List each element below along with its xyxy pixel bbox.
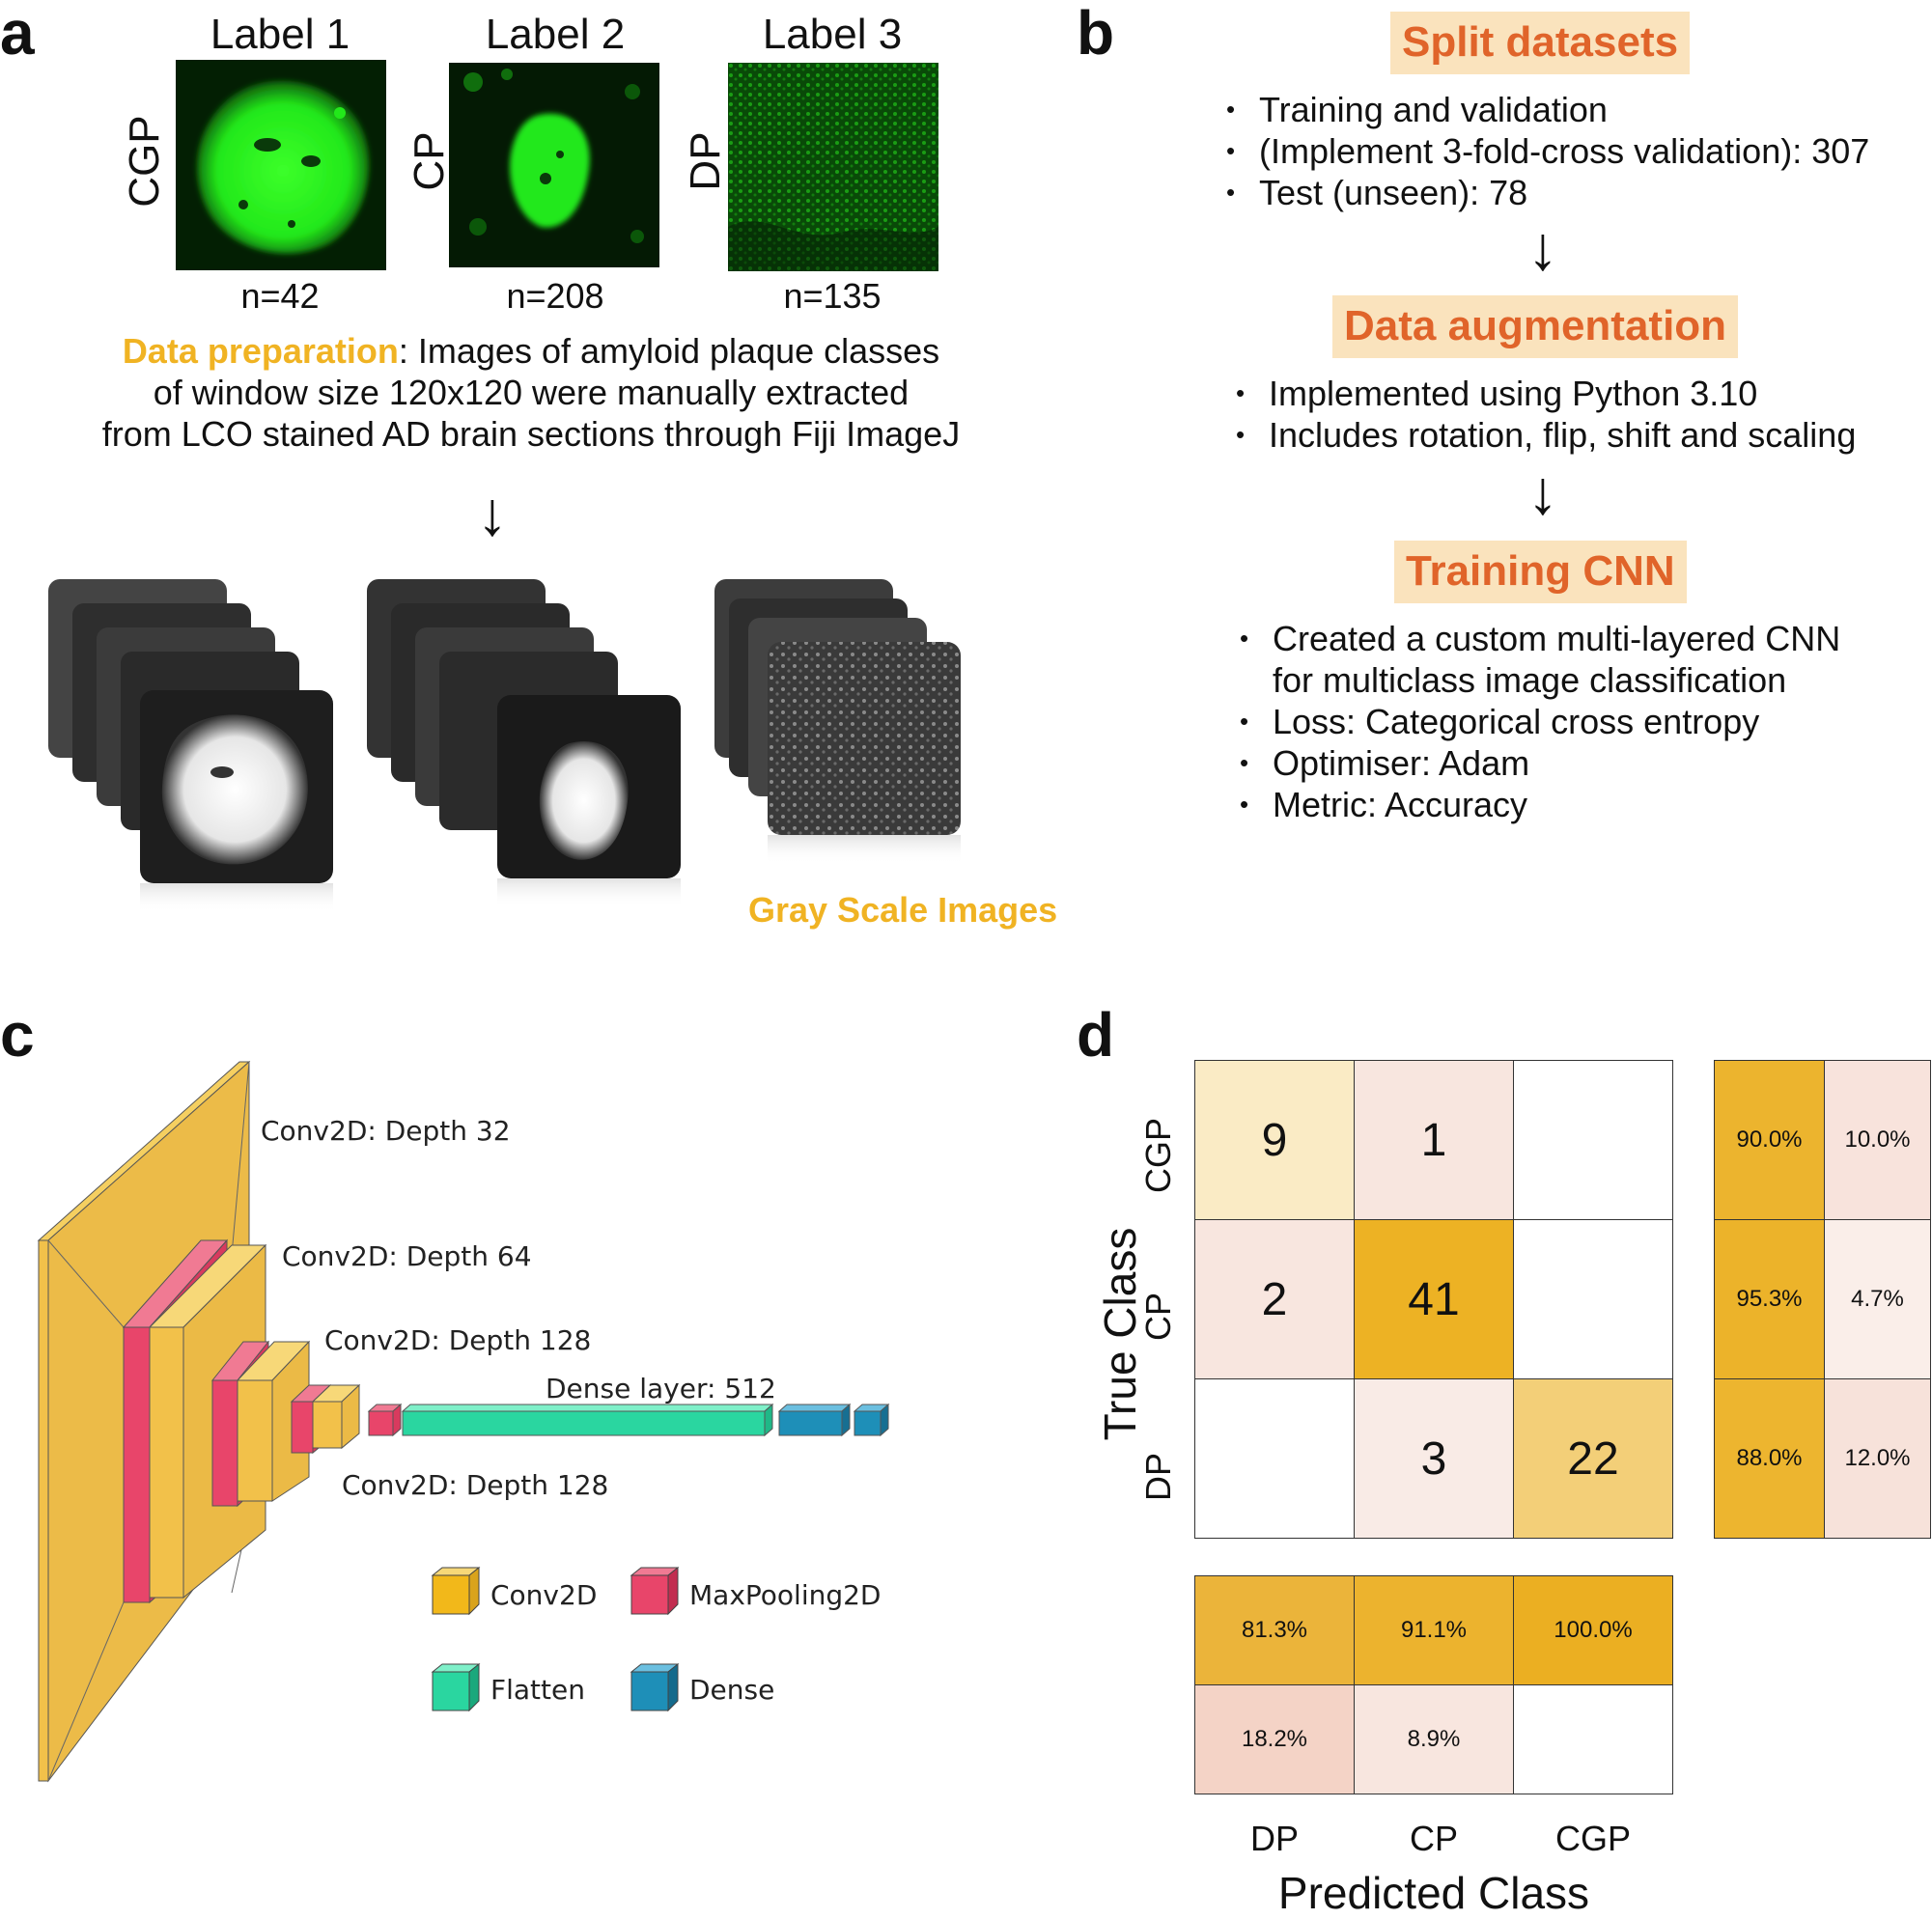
- plaque-image-cp: [449, 63, 659, 267]
- row-summary-cgp-error: 10.0%: [1824, 1060, 1931, 1220]
- prep-line-3: from LCO stained AD brain sections throu…: [101, 414, 961, 454]
- col-summary-cp-correct: 91.1%: [1354, 1575, 1514, 1685]
- label-dense-layer-512: Dense layer: 512: [546, 1373, 776, 1404]
- legend-maxpooling2d-icon: [630, 1566, 680, 1616]
- row-summary-dp-correct: 88.0%: [1714, 1378, 1825, 1539]
- class-cgp: CGP: [121, 115, 168, 208]
- legend-conv2d-icon: [431, 1566, 481, 1616]
- count-cp: n=208: [506, 276, 604, 316]
- y-tick-dp: DP: [1138, 1453, 1178, 1502]
- stack-cgp: [48, 579, 333, 912]
- label-conv2d-depth-64: Conv2D: Depth 64: [282, 1240, 532, 1272]
- grayscale-images-title: Gray Scale Images: [748, 890, 1058, 930]
- prep-line-2: of window size 120x120 were manually ext…: [153, 373, 910, 412]
- x-tick-cp: CP: [1409, 1819, 1458, 1858]
- grayscale-image-stacks: [48, 579, 961, 912]
- x-tick-dp: DP: [1249, 1819, 1299, 1858]
- training-cnn-box: Training CNN: [1394, 541, 1687, 603]
- class-dp: DP: [682, 131, 729, 191]
- matrix-cell-cgp-cp: 1: [1354, 1060, 1514, 1220]
- label-2: Label 2: [485, 11, 626, 58]
- row-summary-cp-error: 4.7%: [1824, 1219, 1931, 1379]
- y-tick-cp: CP: [1138, 1293, 1178, 1342]
- count-dp: n=135: [783, 276, 882, 316]
- bullet-item: Includes rotation, flip, shift and scali…: [1236, 414, 1856, 456]
- data-augmentation-box: Data augmentation: [1332, 295, 1739, 358]
- col-summary-cp-error: 8.9%: [1354, 1684, 1514, 1794]
- panel-b-letter: b: [1077, 0, 1115, 68]
- row-summary-cp-correct: 95.3%: [1714, 1219, 1825, 1379]
- stack-dp: [714, 579, 961, 864]
- panel-a-letter: a: [0, 0, 35, 68]
- col-summary-dp-correct: 81.3%: [1194, 1575, 1355, 1685]
- data-augmentation-list: Implemented using Python 3.10 Includes r…: [1236, 373, 1856, 456]
- bullet-item: Loss: Categorical cross entropy: [1240, 701, 1840, 742]
- bullet-text: Created a custom multi-layered CNN: [1273, 619, 1841, 658]
- split-datasets-box: Split datasets: [1390, 12, 1691, 74]
- bullet-item: Test (unseen): 78: [1226, 172, 1869, 213]
- label-1: Label 1: [210, 11, 350, 58]
- matrix-cell-cgp-cgp: [1513, 1060, 1673, 1220]
- col-summary-cgp-correct: 100.0%: [1513, 1575, 1673, 1685]
- x-axis-title: Predicted Class: [1277, 1868, 1590, 1918]
- label-conv2d-depth-32: Conv2D: Depth 32: [261, 1115, 511, 1147]
- matrix-cell-dp-dp: [1194, 1378, 1355, 1539]
- row-summary-dp-error: 12.0%: [1824, 1378, 1931, 1539]
- col-summary-cgp-error: [1513, 1684, 1673, 1794]
- cnn-architecture-diagram: [37, 1060, 890, 1783]
- legend-flatten-label: Flatten: [490, 1674, 585, 1706]
- legend-flatten-icon: [431, 1662, 481, 1712]
- legend-dense-icon: [630, 1662, 680, 1712]
- prep-highlight: Data preparation: [122, 331, 399, 371]
- legend-maxpooling2d-label: MaxPooling2D: [689, 1579, 882, 1611]
- arrow-down-a: ↓: [477, 479, 508, 548]
- row-summary-cgp-correct: 90.0%: [1714, 1060, 1825, 1220]
- matrix-cell-cgp-dp: 9: [1194, 1060, 1355, 1220]
- panel-d-letter: d: [1077, 1000, 1115, 1070]
- matrix-cell-cp-dp: 2: [1194, 1219, 1355, 1379]
- prep-line-1: Data preparation: Images of amyloid plaq…: [39, 330, 1023, 372]
- bullet-item: Metric: Accuracy: [1240, 784, 1840, 825]
- bullet-item: (Implement 3-fold-cross validation): 307: [1226, 130, 1869, 172]
- plaque-image-dp: [728, 63, 938, 271]
- stack-cp: [367, 579, 681, 907]
- legend-conv2d-label: Conv2D: [490, 1579, 598, 1611]
- label-conv2d-depth-128-b: Conv2D: Depth 128: [342, 1469, 609, 1501]
- bullet-item: Implemented using Python 3.10: [1236, 373, 1856, 414]
- plaque-image-cgp: [176, 60, 386, 270]
- matrix-cell-dp-cp: 3: [1354, 1378, 1514, 1539]
- matrix-cell-cp-cp: 41: [1354, 1219, 1514, 1379]
- y-tick-cgp: CGP: [1138, 1118, 1178, 1194]
- prep-line-1-rest: : Images of amyloid plaque classes: [398, 331, 940, 371]
- bullet-item: Training and validation: [1226, 89, 1869, 130]
- arrow-down-b2: ↓: [1527, 458, 1558, 527]
- data-preparation-text: Data preparation: Images of amyloid plaq…: [39, 330, 1023, 455]
- panel-c-letter: c: [0, 1000, 35, 1070]
- label-conv2d-depth-128-a: Conv2D: Depth 128: [324, 1324, 592, 1356]
- x-tick-cgp: CGP: [1554, 1819, 1631, 1858]
- matrix-cell-dp-cgp: 22: [1513, 1378, 1673, 1539]
- label-3: Label 3: [762, 11, 903, 58]
- col-summary-dp-error: 18.2%: [1194, 1684, 1355, 1794]
- bullet-text-continued: for multiclass image classification: [1273, 660, 1787, 700]
- split-datasets-list: Training and validation (Implement 3-fol…: [1226, 89, 1869, 213]
- matrix-cell-cp-cgp: [1513, 1219, 1673, 1379]
- bullet-item: Optimiser: Adam: [1240, 742, 1840, 784]
- count-cgp: n=42: [240, 276, 320, 316]
- arrow-down-b1: ↓: [1527, 213, 1558, 283]
- class-cp: CP: [406, 131, 453, 191]
- legend-dense-label: Dense: [689, 1674, 775, 1706]
